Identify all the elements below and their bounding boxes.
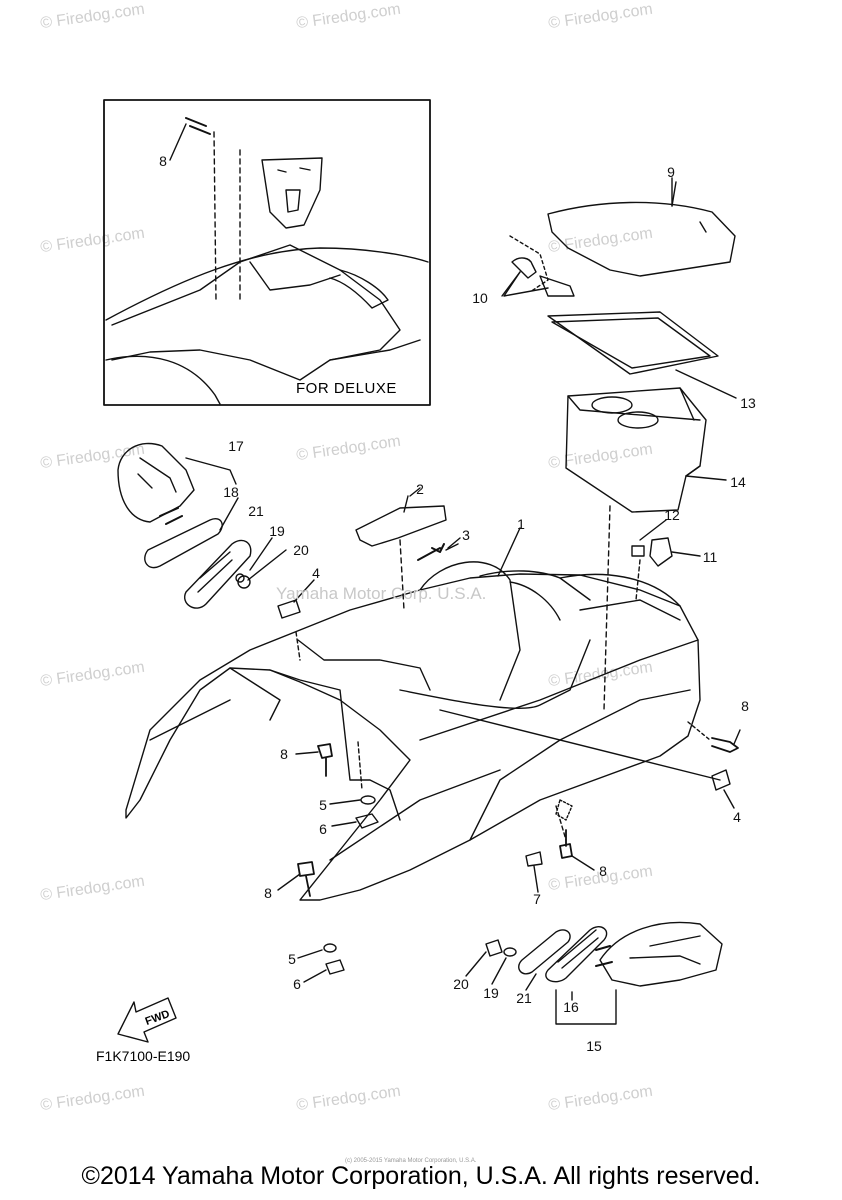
callout-label: 1: [517, 516, 525, 532]
callout-label: 21: [248, 503, 264, 519]
inset-bracket: [261, 157, 323, 229]
grab-handle-cover: [355, 495, 447, 547]
callout-label: 19: [483, 985, 499, 1001]
inset-frame: [103, 99, 431, 406]
light-plate: [184, 539, 252, 609]
nut: [325, 959, 345, 975]
callout-label: 5: [288, 951, 296, 967]
callout-label: 8: [264, 885, 272, 901]
callout-label: 8: [599, 863, 607, 879]
callout-label: 8: [280, 746, 288, 762]
callout-label: 6: [319, 821, 327, 837]
fwd-arrow: [117, 997, 177, 1043]
reference-code: F1K7100-E190: [96, 1048, 191, 1064]
callout-label: 14: [730, 474, 746, 490]
inset-label: FOR DELUXE: [296, 380, 397, 397]
callout-label: 6: [293, 976, 301, 992]
bolt: [297, 861, 315, 897]
callout-label: 16: [563, 999, 579, 1015]
callout-label: 8: [741, 698, 749, 714]
callout-label: 3: [462, 527, 470, 543]
inset-hull: [105, 247, 429, 321]
callout-label: 13: [740, 395, 756, 411]
rear-light-housing: [599, 921, 723, 987]
storage-mat: [547, 311, 719, 375]
hull-body: [125, 573, 701, 901]
callout-label: 2: [416, 481, 424, 497]
light-gasket: [144, 518, 223, 569]
washer: [503, 947, 517, 957]
storage-bin: [565, 387, 707, 513]
callout-label: 4: [312, 565, 320, 581]
tiny-copyright-note: (c) 2005-2015 Yamaha Motor Corporation, …: [345, 1158, 477, 1164]
clip: [711, 769, 731, 791]
storage-lid: [547, 201, 736, 277]
callout-label: 5: [319, 797, 327, 813]
bolt: [559, 829, 573, 859]
callout-label: 8: [159, 153, 167, 169]
callout-label: 18: [223, 484, 239, 500]
callout-label: 20: [293, 542, 309, 558]
bolt: [711, 737, 739, 753]
latch: [649, 537, 673, 567]
nut: [237, 575, 251, 589]
callout-label: 10: [472, 290, 488, 306]
inset-bolt: [185, 117, 211, 135]
callout-label: 7: [533, 891, 541, 907]
callout-label: 15: [586, 1038, 602, 1054]
washer: [235, 573, 245, 583]
bolt: [417, 543, 445, 561]
callout-label: 19: [269, 523, 285, 539]
callout-label: 4: [733, 809, 741, 825]
nut: [355, 813, 379, 829]
washer: [323, 943, 337, 953]
rear-light-housing: [117, 442, 195, 523]
light-gasket: [545, 926, 608, 983]
callout-label: 11: [702, 549, 718, 565]
nut: [485, 939, 503, 957]
washer: [360, 795, 376, 805]
callout-label: 20: [453, 976, 469, 992]
light-plate: [518, 929, 571, 975]
bolt: [317, 743, 333, 777]
center-watermark: Yamaha Motor Corp. U.S.A.: [276, 584, 487, 603]
clip: [525, 851, 543, 867]
clip: [277, 599, 301, 619]
callout-label: 12: [664, 507, 680, 523]
copyright-footer: ©2014 Yamaha Motor Corporation, U.S.A. A…: [81, 1162, 761, 1190]
callout-label: 21: [516, 990, 532, 1006]
drain-plug: [631, 545, 645, 557]
callout-label: 9: [667, 164, 675, 180]
callout-label: 17: [228, 438, 244, 454]
lid-hinge: [511, 257, 575, 297]
